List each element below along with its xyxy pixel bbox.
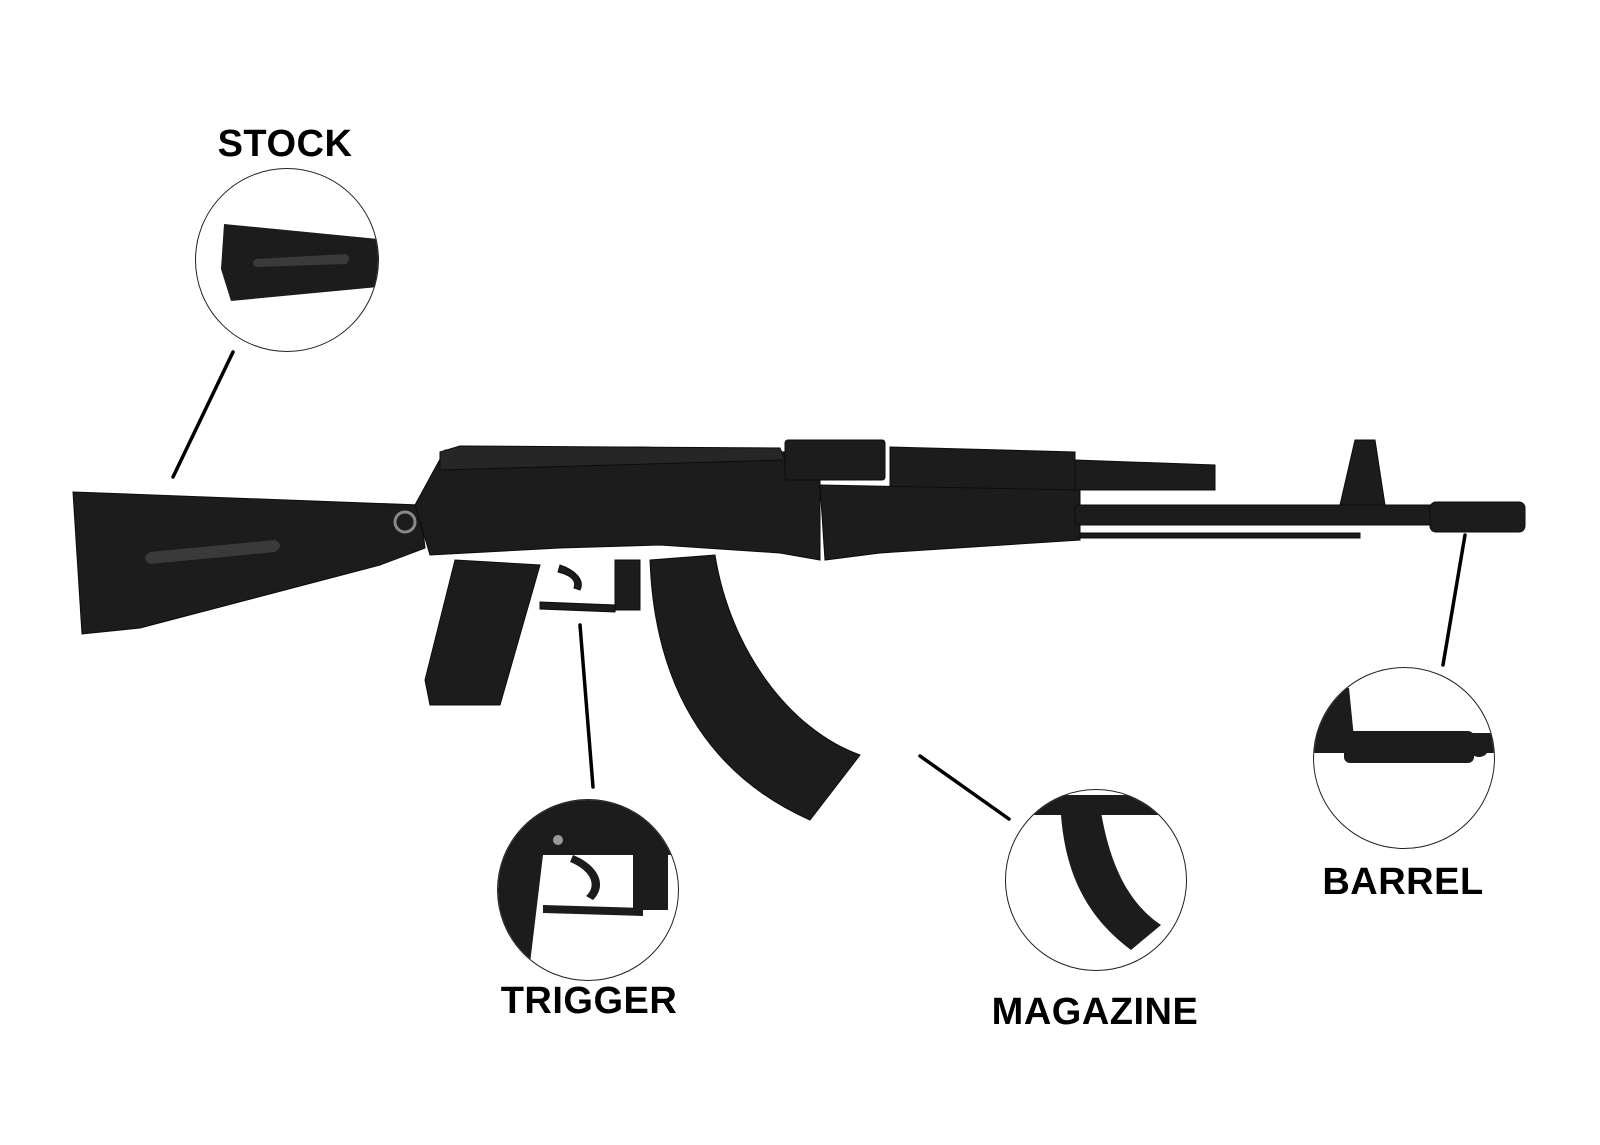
stock-leader-line bbox=[171, 350, 235, 479]
rifle-handguard-lower bbox=[819, 484, 1081, 561]
barrel-detail-circle bbox=[1313, 667, 1495, 849]
stock-label: STOCK bbox=[217, 123, 353, 165]
rifle-front-sight bbox=[1339, 439, 1386, 506]
leader-lines bbox=[171, 350, 1467, 821]
barrel-leader-line bbox=[1441, 533, 1467, 667]
barrel-label: BARREL bbox=[1322, 861, 1484, 903]
magazine-leader-line bbox=[918, 754, 1011, 821]
trigger-leader-line bbox=[578, 623, 595, 789]
trigger-label: TRIGGER bbox=[500, 980, 678, 1022]
rifle-pistol-grip bbox=[424, 559, 541, 706]
stock-detail-circle bbox=[195, 168, 379, 352]
magazine-label: MAGAZINE bbox=[991, 991, 1199, 1033]
trigger-detail-circle bbox=[497, 799, 679, 981]
rifle-stock bbox=[72, 491, 426, 635]
trigger-detail-image bbox=[498, 800, 678, 980]
rifle-magazine bbox=[649, 554, 861, 821]
rifle-muzzle bbox=[1429, 501, 1526, 533]
stock-detail-image bbox=[221, 224, 378, 301]
magazine-detail-image bbox=[1026, 795, 1186, 950]
magazine-detail-circle bbox=[1005, 789, 1187, 971]
barrel-detail-image bbox=[1314, 688, 1494, 763]
